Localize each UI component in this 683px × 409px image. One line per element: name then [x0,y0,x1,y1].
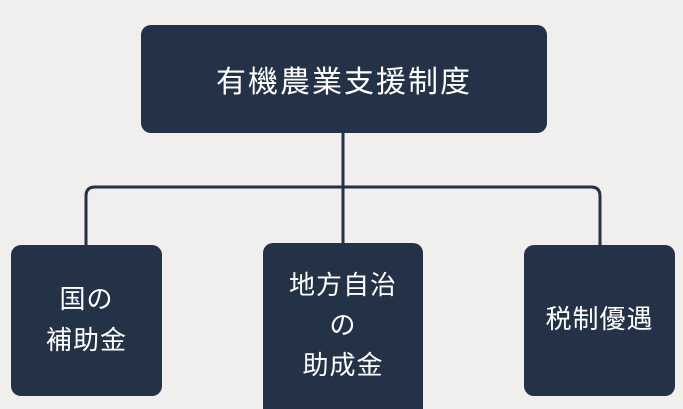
child-node-local-grant: 地方自治 の 助成金 [263,243,423,409]
child-node-tax-incentive: 税制優遇 [524,245,675,396]
root-node: 有機農業支援制度 [141,25,547,133]
root-node-label: 有機農業支援制度 [216,65,472,100]
connector-horizontal-bar [84,185,602,245]
child-node-label: 国の 補助金 [45,285,127,356]
child-node-national-subsidy: 国の 補助金 [11,245,162,396]
child-node-label: 税制優遇 [545,305,654,336]
child-node-label: 地方自治 の 助成金 [288,270,397,382]
